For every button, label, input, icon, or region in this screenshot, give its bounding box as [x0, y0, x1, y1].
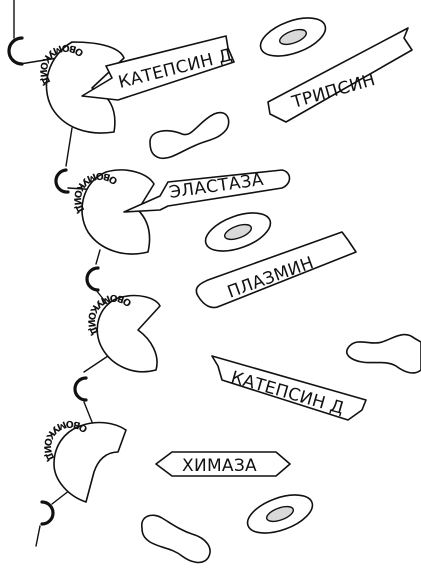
backbone-arc	[42, 502, 53, 524]
enzyme-label: ХИМАЗА	[182, 456, 257, 476]
free-oval-2	[201, 205, 276, 258]
backbone-arc	[9, 38, 22, 64]
enzyme-chymase: ХИМАЗА	[156, 452, 290, 476]
free-bowtie-2	[347, 335, 421, 373]
enzyme-cathepsin-d-bottom: КАТЕПСИН Д	[212, 356, 366, 420]
backbone-arc	[56, 170, 68, 192]
backbone-arc	[87, 268, 98, 290]
free-bowtie-3	[142, 515, 210, 562]
free-bowtie-1	[150, 113, 229, 159]
ovomucoid-unit-2: ОВОМУКОИД	[71, 170, 154, 254]
ovomucoid-unit-3: ОВОМУКОИД	[85, 292, 160, 372]
backbone-arc	[75, 378, 86, 400]
free-oval-1	[256, 10, 331, 63]
free-oval-3	[243, 487, 318, 540]
ovomucoid-unit-4: ОВОМУКОИД	[41, 418, 126, 502]
